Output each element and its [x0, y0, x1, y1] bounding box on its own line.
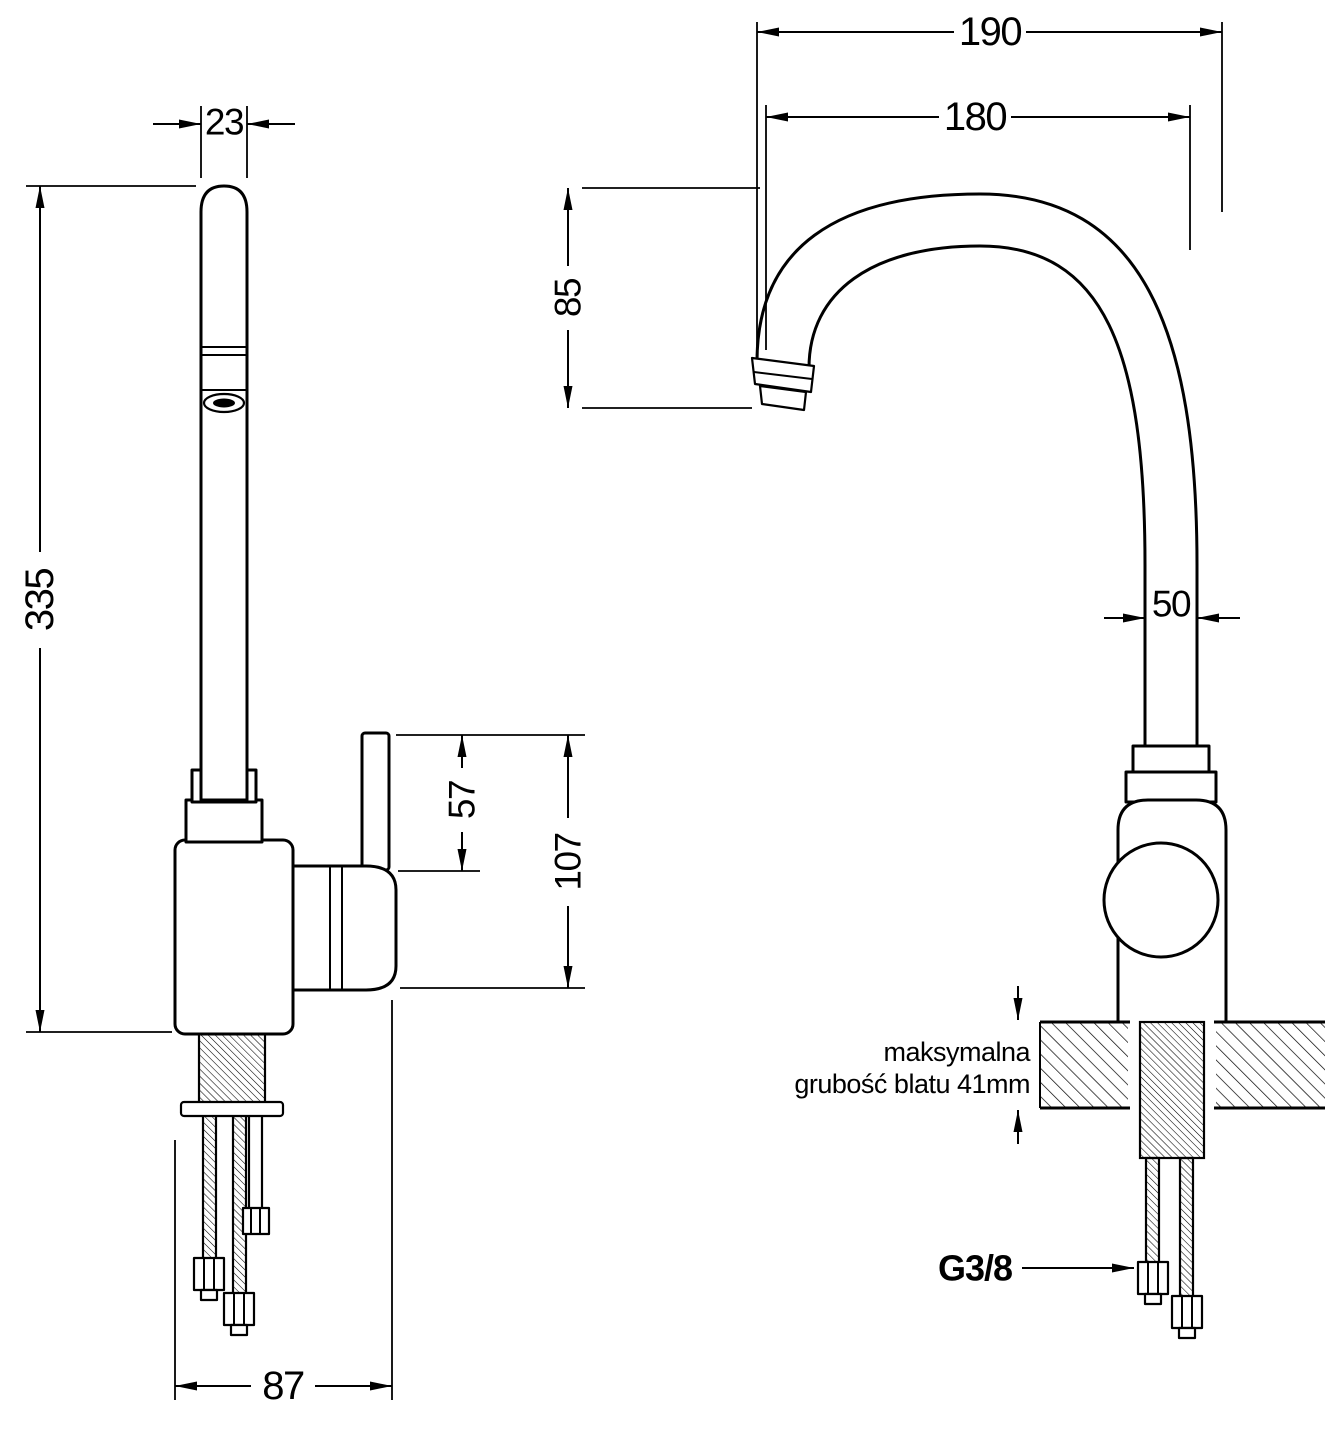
spout-outlet	[750, 356, 816, 412]
dim-spout-reach-outer: 190	[756, 10, 1223, 348]
dim-total-height: 335	[18, 185, 196, 1033]
spout-column	[199, 184, 249, 802]
threaded-shank-front	[1138, 1020, 1206, 1160]
dim-handle-length: 57	[396, 734, 585, 872]
front-view: maksymalna grubość blatu 41mm G3/8 190 1…	[547, 10, 1325, 1340]
threaded-shank-side	[197, 1028, 267, 1106]
hex-nut	[1170, 1294, 1204, 1340]
mounting-stud	[1144, 1156, 1161, 1268]
supply-hose	[247, 1113, 264, 1212]
dim-spout-diameter-label: 23	[205, 102, 243, 143]
mounting-hardware-front	[1136, 1156, 1204, 1340]
body-neck-side	[184, 798, 264, 844]
body-flange-front	[1124, 770, 1218, 804]
dim-spout-reach-label: 180	[944, 95, 1006, 139]
mounting-stud	[1178, 1156, 1195, 1300]
dim-column-width-label: 50	[1152, 584, 1191, 625]
dim-handle-assembly-height-label: 107	[548, 833, 589, 890]
hex-nut	[192, 1256, 226, 1302]
hex-nut	[1136, 1260, 1170, 1306]
dim-spout-clearance-label: 85	[548, 278, 589, 317]
dim-total-height-label: 335	[18, 569, 62, 631]
dim-column-width: 50	[1104, 584, 1240, 625]
hose-nut	[241, 1206, 271, 1236]
dim-spout-diameter: 23	[153, 102, 295, 178]
handle-lever	[360, 731, 391, 872]
counter-note-line2: grubość blatu 41mm	[794, 1069, 1030, 1099]
dim-spout-clearance: 85	[547, 187, 760, 409]
mounting-stud	[231, 1113, 248, 1297]
mounting-hardware-side	[192, 1113, 271, 1337]
dim-handle-length-label: 57	[442, 781, 483, 819]
thread-size-label: G3/8	[938, 1248, 1012, 1289]
dim-spout-reach-outer-label: 190	[959, 10, 1021, 54]
handle-mount	[291, 864, 398, 992]
counter-note-line1: maksymalna	[883, 1037, 1031, 1067]
handle-knob	[1102, 841, 1220, 959]
dim-handle-assembly-height: 107	[400, 735, 589, 989]
mounting-stud	[201, 1113, 218, 1262]
side-view: 23 335 57	[18, 102, 589, 1408]
hex-nut	[222, 1291, 256, 1337]
faucet-body-side	[173, 838, 295, 1036]
spout-collar-front	[1131, 744, 1211, 776]
dim-spout-reach: 180	[765, 95, 1191, 350]
dim-base-depth-label: 87	[262, 1364, 304, 1408]
thread-size-callout: G3/8	[938, 1248, 1134, 1289]
gooseneck-spout	[755, 192, 1199, 750]
dim-base-depth: 87	[174, 1000, 393, 1408]
mounting-plate	[179, 1100, 285, 1118]
counter-thickness-callout: maksymalna grubość blatu 41mm	[794, 986, 1032, 1144]
aerator-side	[201, 389, 247, 414]
